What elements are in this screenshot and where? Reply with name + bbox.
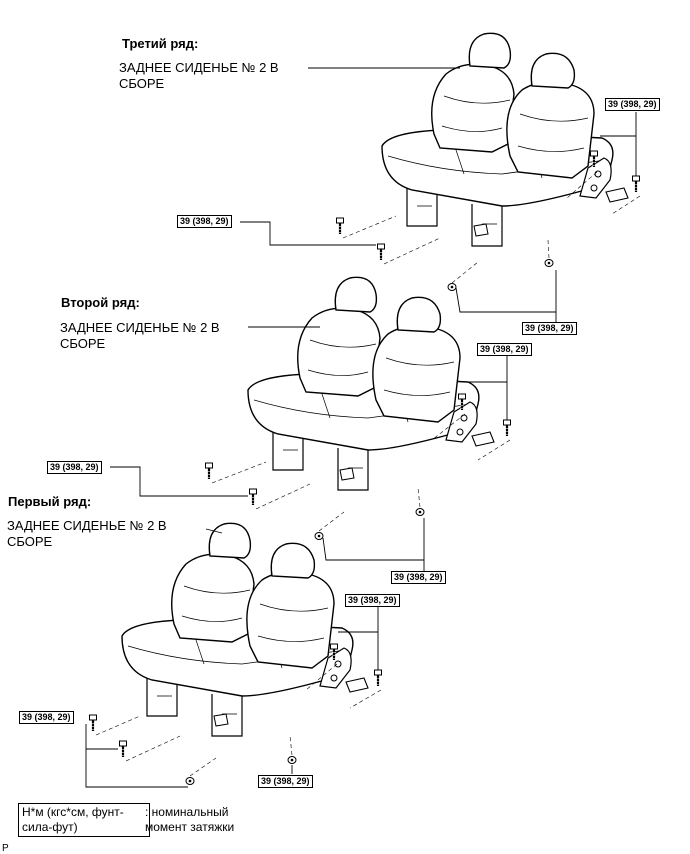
part-label-second-row: ЗАДНЕЕ СИДЕНЬЕ № 2 В СБОРЕ	[60, 320, 220, 351]
row-title-third: Третий ряд:	[122, 36, 199, 51]
torque-callout: 39 (398, 29)	[522, 322, 577, 335]
torque-callout: 39 (398, 29)	[258, 775, 313, 788]
seat-assembly-first-row	[85, 522, 383, 788]
page-code: P	[2, 843, 9, 854]
torque-callout: 39 (398, 29)	[19, 711, 74, 724]
row-title-first: Первый ряд:	[8, 494, 92, 509]
torque-callout: 39 (398, 29)	[345, 594, 400, 607]
part-label-third-row: ЗАДНЕЕ СИДЕНЬЕ № 2 В СБОРЕ	[119, 60, 279, 91]
torque-callout: 39 (398, 29)	[391, 571, 446, 584]
row-title-second: Второй ряд:	[61, 295, 140, 310]
legend-unit-box: Н*м (кгс*см, фунт- сила-фут)	[18, 803, 150, 837]
seat-assembly-second-row	[110, 276, 512, 571]
torque-callout: 39 (398, 29)	[605, 98, 660, 111]
torque-callout: 39 (398, 29)	[477, 343, 532, 356]
torque-callout: 39 (398, 29)	[47, 461, 102, 474]
part-label-first-row: ЗАДНЕЕ СИДЕНЬЕ № 2 В СБОРЕ	[7, 518, 167, 549]
legend-meaning: : номинальный момент затяжки	[145, 805, 235, 834]
torque-callout: 39 (398, 29)	[177, 215, 232, 228]
seat-assembly-third-row	[240, 32, 641, 322]
